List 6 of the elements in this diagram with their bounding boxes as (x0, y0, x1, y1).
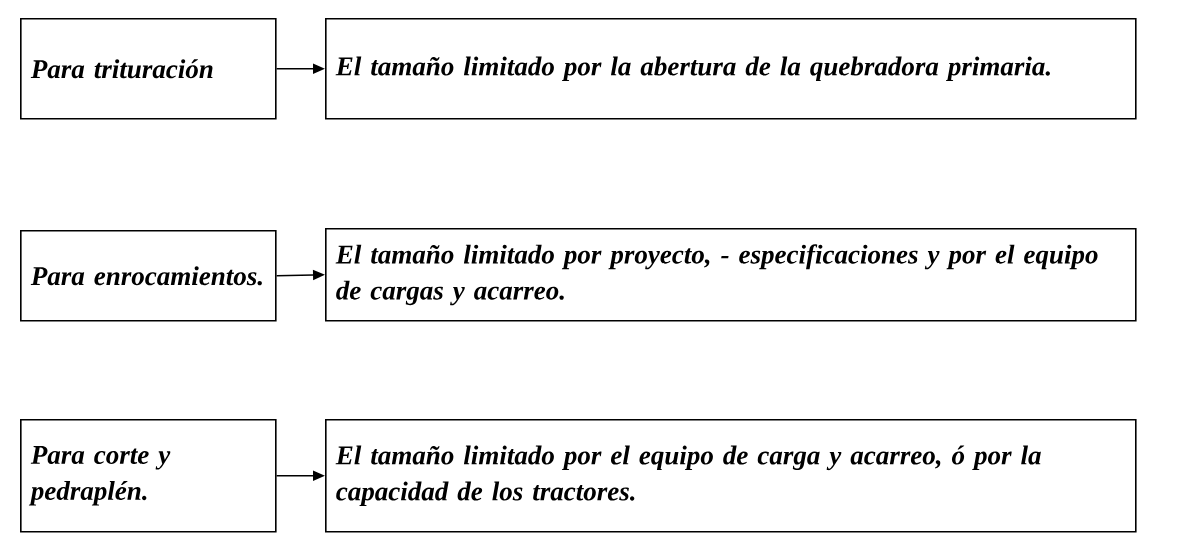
text-box: Para enrocamientos. (20, 230, 277, 322)
text-box: El tamaño limitado por el equipo de carga y acarreo, ó por la capacidad de los tractores. (325, 419, 1137, 533)
text-box: El tamaño limitado por proyecto, - especificaciones y por el equipo de cargas y acarreo. (325, 228, 1137, 322)
text-box: Para trituración (20, 18, 277, 120)
text-box: El tamaño limitado por la abertura de la quebradora primaria. (325, 18, 1137, 120)
text-box: Para corte y pedraplén. (20, 419, 277, 533)
